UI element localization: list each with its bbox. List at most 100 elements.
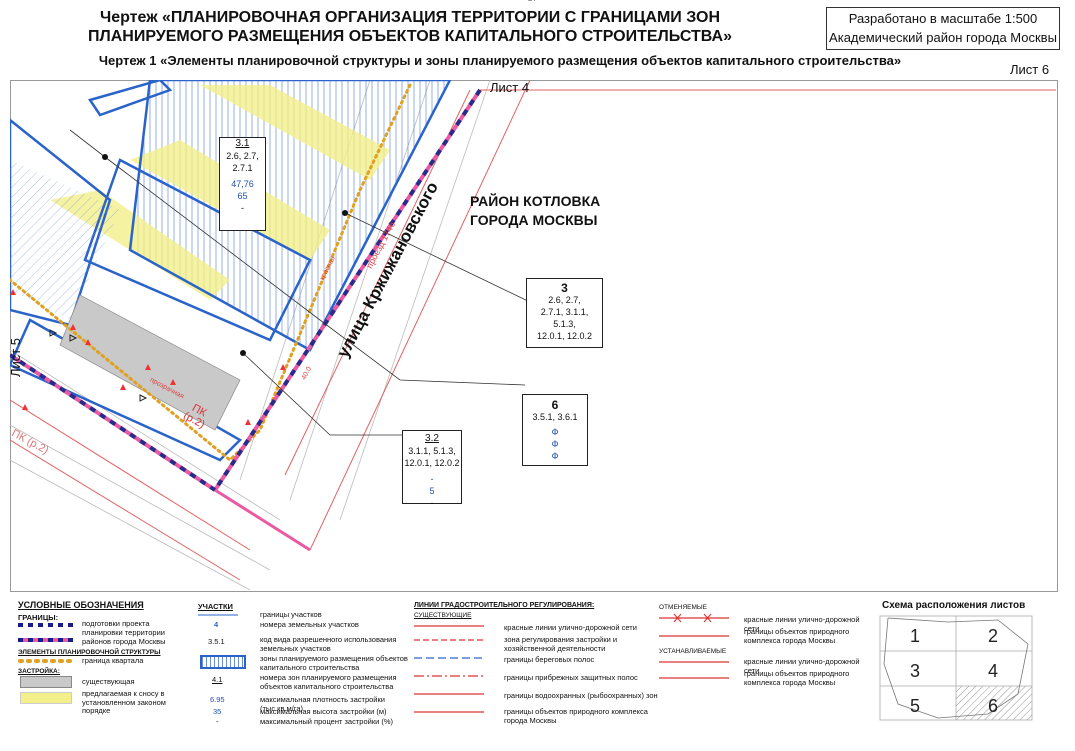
drawing-subtitle: Чертеж 1 «Элементы планировочной структу… [98,53,902,68]
callout-3-2: 3.2 3.1.1, 5.1.3, 12.0.1, 12.0.2 - 5 - [402,430,462,508]
legend-s1: красные линии улично-дорожной сети [744,657,860,675]
title-line-2: ПЛАНИРУЕМОГО РАЗМЕЩЕНИЯ ОБЪЕКТОВ КАПИТАЛ… [87,28,733,45]
district-boundary [213,88,482,492]
legend-p1: границы участков [260,610,322,619]
callout-blue: Ф [551,439,559,449]
scale-box: Разработано в масштабе 1:500 Академическ… [826,7,1060,50]
legend-cancel-heading: ОТМЕНЯЕМЫЕ [659,604,708,611]
sheet-scheme: Схема расположения листов 1 2 3 4 5 6 [870,596,1055,746]
legend-l1: красные линии улично-дорожной сети [504,623,637,632]
legend-existing-heading: СУЩЕСТВУЮЩИЕ [414,612,472,619]
legend-cancel-swatches [659,613,729,637]
marker-triangles [10,289,286,425]
legend-c2: границы объектов природного комплекса го… [744,627,850,645]
legend-p6: максимальная плотность застройки (тыс.кв… [260,695,385,713]
legend-border-swatches [18,623,73,642]
legend-s2: границы объектов природного комплекса го… [744,669,850,687]
callout-line: 12.0.1, 12.0.2 [536,331,593,341]
legend-lines-heading: ЛИНИИ ГРАДОСТРОИТЕЛЬНОГО РЕГУЛИРОВАНИЯ: [414,602,595,609]
callout-line: 3.5.1, 3.6.1 [532,412,578,422]
legend-p7: максимальная высота застройки (м) [260,707,387,716]
red-lines [10,80,1056,581]
legend-l4: границы прибрежных защитных полос [504,673,638,682]
callout-3-1: 3.1 2.6, 2.7, 2.7.1 47,76 65 - [219,137,266,231]
district-line-1: РАЙОН КОТЛОВКА [470,193,601,209]
callout-head: 6 [551,398,559,412]
legend-existing-swatch [20,676,72,688]
legend-p5-num: 4.1 [212,675,223,684]
page-number: 27 [528,0,537,3]
title-line-1: Чертеж «ПЛАНИРОВОЧНАЯ ОРГАНИЗАЦИЯ ТЕРРИТ… [99,9,721,26]
callout-head: 3.2 [425,433,439,444]
callout-3: 3 2.6, 2.7, 2.7.1, 3.1.1, 5.1.3, 12.0.1,… [526,278,603,348]
legend-p8: максимальный процент застройки (%) [260,717,394,726]
callout-line: 2.7.1, 3.1.1, [540,307,589,317]
legend-title: УСЛОВНЫЕ ОБОЗНАЧЕНИЯ [18,600,144,610]
sheet-5-label: Лист 5 [8,337,24,378]
scheme-cell-3: 3 [910,661,921,681]
legend-z1: существующая [82,677,135,686]
legend-demolish-swatch [20,692,72,704]
sheet-4-label: Лист 4 [490,80,530,95]
legend-p6-num: 6.95 [210,695,225,704]
district-line-2: ГОРОДА МОСКВЫ [470,212,598,228]
legend-plots-heading: УЧАСТКИ [198,602,233,611]
callout-head: 3.1 [235,138,250,149]
legend-l3: границы береговых полос [504,655,595,664]
scheme-cell-4: 4 [988,661,999,681]
legend-p5: номера зон планируемого размещения объек… [260,673,397,691]
legend-p2-num: 4 [214,620,219,629]
callout-blue: 5 [429,486,435,496]
callout-blue: - [430,474,434,484]
callout-line: 2.6, 2.7, [226,151,259,161]
callout-line: 5.1.3, [553,319,576,329]
existing-building [59,294,241,431]
legend-b2: районов города Москвы [82,637,166,646]
callout-blue: Ф [551,427,559,437]
scheme-cell-6: 6 [988,696,999,716]
legend-l2: зона регулирования застройки и хозяйстве… [504,635,618,653]
legend: УСЛОВНЫЕ ОБОЗНАЧЕНИЯ ГРАНИЦЫ: подготовки… [14,596,864,746]
legend-b1: подготовки проекта планировки территории [82,619,165,637]
legend-line-swatches [414,625,484,713]
legend-borders-heading: ГРАНИЦЫ: [18,613,59,622]
legend-p4: зоны планируемого размещения объектов ка… [260,654,408,672]
legend-l5: границы водоохранных (рыбоохранных) зон [504,691,658,700]
legend-set-heading: УСТАНАВЛИВАЕМЫЕ [659,648,727,655]
legend-z2: предлагаемая к сносу в установленном зак… [82,689,166,715]
scheme-cell-1: 1 [910,626,921,646]
map-frame [10,80,1058,592]
callout-dash: - [430,498,434,508]
legend-l6: границы объектов природного комплекса го… [504,707,648,725]
scale-text: Разработано в масштабе 1:500 [848,11,1038,26]
legend-p8-num: - [216,717,219,726]
map-canvas [10,80,1056,590]
legend-e1: граница квартала [82,656,144,665]
leader-lines [69,129,531,436]
scheme-cell-5: 5 [910,696,921,716]
drawing-title: Чертеж «ПЛАНИРОВОЧНАЯ ОРГАНИЗАЦИЯ ТЕРРИТ… [0,8,820,46]
sheet-label: Лист 6 [1010,62,1050,77]
legend-p2: номера земельных участков [260,620,359,629]
callout-blue: 47,76 [231,179,254,189]
legend-p3-num: 3.5.1 [208,637,225,646]
callout-6: 6 3.5.1, 3.6.1 Ф Ф Ф [522,394,588,466]
legend-set-swatches [659,661,729,679]
legend-p7-num: 35 [213,707,222,716]
district-name: РАЙОН КОТЛОВКА ГОРОДА МОСКВЫ [470,192,600,230]
legend-c1: красные линии улично-дорожной сети [744,615,860,633]
callout-dash: - [241,203,244,213]
district-text: Академический район города Москвы [829,30,1057,45]
legend-elements-heading: ЭЛЕМЕНТЫ ПЛАНИРОВОЧНОЙ СТРУКТУРЫ [18,649,161,656]
callout-blue: Ф [551,451,559,461]
callout-line: 2.6, 2.7, [548,295,581,305]
scheme-grid [879,615,1033,721]
callout-head: 3 [561,281,568,295]
legend-p3: код вида разрешенного использования земе… [260,635,397,653]
legend-zone-swatch [200,655,246,669]
scheme-title: Схема расположения листов [882,600,1026,611]
callout-blue: 65 [237,191,248,201]
callout-line: 3.1.1, 5.1.3, [408,446,456,456]
callout-line: 12.0.1, 12.0.2 [404,458,460,468]
scheme-cell-2: 2 [988,626,999,646]
